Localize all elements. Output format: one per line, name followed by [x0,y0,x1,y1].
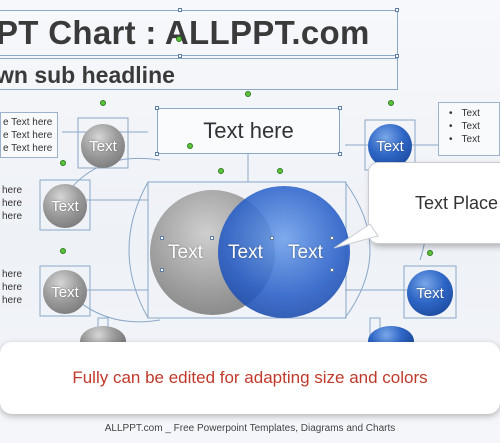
left-text-list-bottom[interactable]: here here here [0,268,32,307]
resize-handle[interactable] [395,8,399,12]
circle-top-right[interactable]: Text [368,124,412,168]
resize-handle[interactable] [330,268,334,272]
left-text-list-top[interactable]: e Text here e Text here e Text here [0,112,58,158]
resize-handle[interactable] [160,236,164,240]
list-item: here [2,282,23,293]
left-text-list-middle[interactable]: here here here [0,184,32,223]
list-item: here [2,211,23,222]
list-item: here [2,185,23,196]
rotate-handle[interactable] [277,168,283,174]
circle-lower-right[interactable]: Text [407,270,453,316]
list-item: e Text here [3,143,53,154]
resize-handle[interactable] [270,236,274,240]
resize-handle[interactable] [395,54,399,58]
rotate-handle[interactable] [60,248,66,254]
list-item: e Text here [3,117,53,128]
resize-handle[interactable] [178,54,182,58]
list-item: here [2,269,23,280]
resize-handle[interactable] [155,152,159,156]
title-selection-frame [0,10,398,56]
rotate-handle[interactable] [427,250,433,256]
rotate-handle[interactable] [388,100,394,106]
rotate-handle[interactable] [60,160,66,166]
venn-right-label[interactable]: Text [288,242,323,263]
resize-handle[interactable] [338,152,342,156]
list-item: Text [449,107,499,120]
text-here-box[interactable]: Text here [157,108,340,154]
info-banner: Fully can be edited for adapting size an… [0,342,500,414]
rotate-handle[interactable] [187,143,193,149]
rotate-handle[interactable] [100,100,106,106]
venn-middle-label[interactable]: Text [228,242,263,263]
circle-top-left[interactable]: Text [81,124,125,168]
rotate-handle[interactable] [218,168,224,174]
list-item: Text [449,120,499,133]
callout-pointer [333,223,379,249]
slide-title[interactable]: PT Chart : ALLPPT.com [0,14,370,51]
rotate-handle[interactable] [176,36,182,42]
slide-subtitle[interactable]: wn sub headline [0,62,175,88]
list-item: here [2,295,23,306]
right-text-list[interactable]: Text Text Text [438,102,500,156]
list-item: Text [449,133,499,146]
resize-handle[interactable] [155,106,159,110]
circle-mid-left[interactable]: Text [43,184,87,228]
callout-text-placeholder[interactable]: Text Place [368,162,500,244]
rotate-handle[interactable] [245,91,251,97]
footer-credit: ALLPPT.com _ Free Powerpoint Templates, … [104,423,396,434]
resize-handle[interactable] [210,236,214,240]
venn-left-label[interactable]: Text [168,242,203,263]
list-item: here [2,198,23,209]
resize-handle[interactable] [330,236,334,240]
resize-handle[interactable] [338,106,342,110]
list-item: e Text here [3,130,53,141]
banner-text: Fully can be edited for adapting size an… [72,368,428,387]
subtitle-selection-frame [0,58,398,90]
circle-lower-left[interactable]: Text [43,270,87,314]
resize-handle[interactable] [160,268,164,272]
resize-handle[interactable] [178,8,182,12]
venn-blue-circle[interactable] [218,186,350,318]
